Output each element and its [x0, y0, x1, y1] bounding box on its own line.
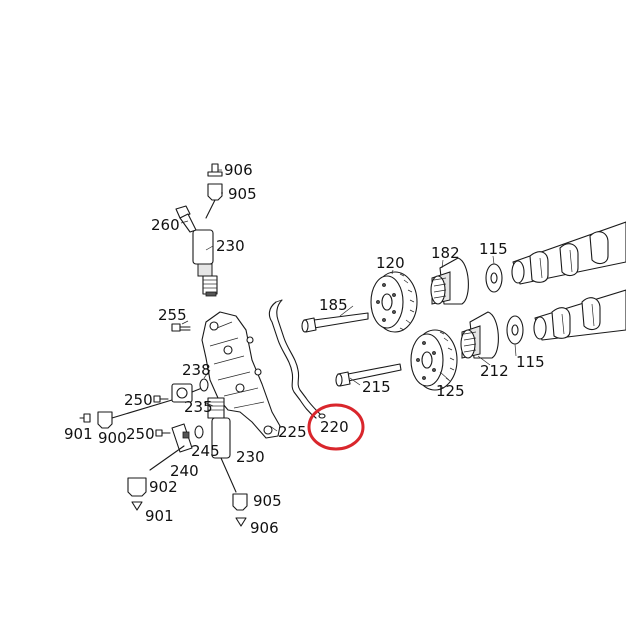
leader-lines: [180, 169, 517, 432]
camshaft-adjuster-120[interactable]: [370, 271, 418, 333]
label-250: 250: [124, 391, 153, 409]
screw-255[interactable]: [171, 323, 191, 332]
label-902: 902: [149, 478, 178, 496]
label-115: 115: [516, 353, 545, 371]
connector-905-upper[interactable]: [205, 183, 223, 219]
highlight-220: [307, 403, 365, 451]
camshaft-adjuster-125[interactable]: [410, 329, 458, 391]
plug-906-upper[interactable]: [207, 163, 223, 177]
bolt-215[interactable]: [335, 363, 402, 387]
label-182: 182: [431, 244, 460, 262]
label-215: 215: [362, 378, 391, 396]
label-250: 250: [126, 425, 155, 443]
plug-901-left[interactable]: [79, 413, 91, 423]
solenoid-230-lower[interactable]: [207, 397, 237, 493]
label-185: 185: [319, 296, 348, 314]
label-230: 230: [216, 237, 245, 255]
label-901: 901: [64, 425, 93, 443]
oring-238[interactable]: [199, 378, 209, 392]
label-238: 238: [182, 361, 211, 379]
label-230: 230: [236, 448, 265, 466]
label-225: 225: [278, 423, 307, 441]
camshaft-upper[interactable]: [511, 221, 626, 285]
label-905: 905: [253, 492, 282, 510]
screw-250-upper[interactable]: [153, 395, 169, 403]
label-212: 212: [480, 362, 509, 380]
label-906: 906: [224, 161, 253, 179]
gasket-225[interactable]: [268, 299, 321, 419]
washer-115-upper[interactable]: [485, 263, 503, 293]
label-240: 240: [170, 462, 199, 480]
bolt-260[interactable]: [175, 205, 197, 233]
connector-905-lower[interactable]: [232, 493, 248, 511]
plug-901-lower[interactable]: [131, 501, 143, 511]
washer-115-lower[interactable]: [506, 315, 524, 345]
label-905: 905: [228, 185, 257, 203]
label-900: 900: [98, 429, 127, 447]
label-115: 115: [479, 240, 508, 258]
label-235: 235: [184, 398, 213, 416]
oring-245[interactable]: [194, 425, 204, 439]
callout-labels: 906 905 260 230 255 238 250 235 901 900 …: [64, 161, 545, 537]
label-260: 260: [151, 216, 180, 234]
timing-housing[interactable]: [201, 311, 281, 439]
label-901: 901: [145, 507, 174, 525]
label-255: 255: [158, 306, 187, 324]
trigger-wheel-212[interactable]: [460, 311, 499, 359]
connector-902[interactable]: [127, 477, 147, 497]
plug-906-lower[interactable]: [235, 517, 247, 527]
screw-250-lower[interactable]: [155, 429, 171, 437]
sensor-240[interactable]: [149, 423, 193, 471]
seal-220[interactable]: [318, 413, 326, 419]
solenoid-230-upper[interactable]: [192, 229, 218, 297]
label-120: 120: [376, 254, 405, 272]
sensor-235[interactable]: [171, 383, 203, 403]
connector-900[interactable]: [97, 399, 173, 429]
label-906: 906: [250, 519, 279, 537]
trigger-wheel-182[interactable]: [430, 257, 469, 305]
camshaft-lower[interactable]: [533, 289, 626, 341]
bolt-185[interactable]: [301, 312, 369, 333]
label-125: 125: [436, 382, 465, 400]
label-220: 220: [320, 418, 349, 436]
label-245: 245: [191, 442, 220, 460]
